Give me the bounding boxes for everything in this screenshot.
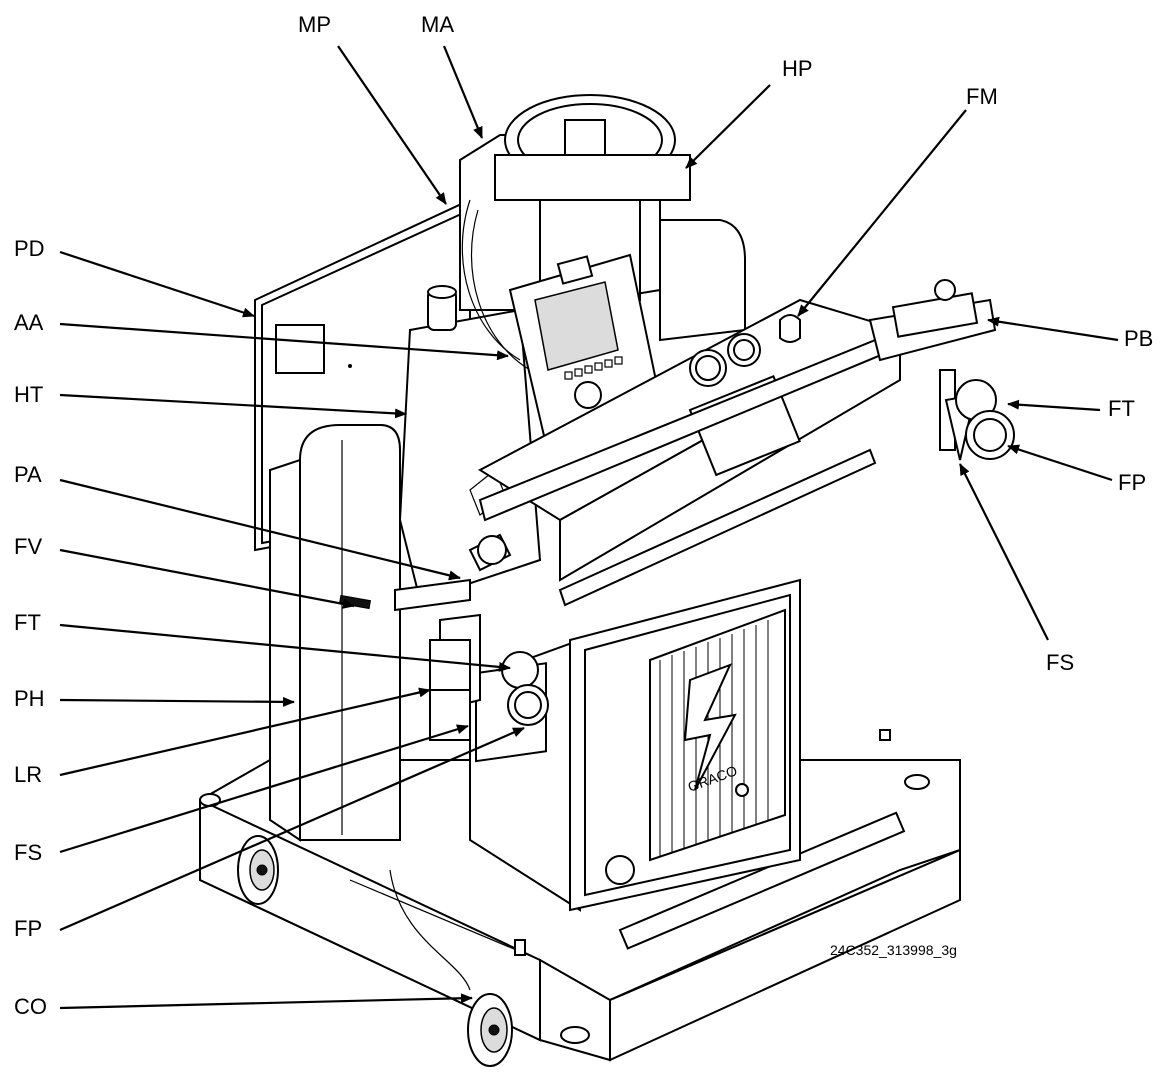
fluid-manifold bbox=[338, 279, 1015, 741]
callout-pa: PA bbox=[14, 462, 42, 487]
caster-rear bbox=[237, 835, 279, 905]
callout-lr: LR bbox=[14, 762, 43, 787]
callout-mp: MP bbox=[298, 12, 331, 37]
callout-pb: PB bbox=[1124, 326, 1154, 351]
callout-ma: MA bbox=[421, 12, 454, 37]
figure-id: 24C352_313998_3g bbox=[830, 942, 957, 958]
callout-pd: PD bbox=[14, 236, 45, 261]
callout-fp-left: FP bbox=[14, 916, 43, 941]
callout-aa: AA bbox=[14, 310, 44, 335]
callout-ft-left: FT bbox=[14, 610, 41, 635]
pump-housing bbox=[269, 424, 401, 842]
callout-fm: FM bbox=[966, 84, 998, 109]
hopper-tank bbox=[398, 285, 542, 602]
caster-front bbox=[467, 993, 513, 1067]
callout-fv: FV bbox=[14, 534, 43, 559]
motor-cabinet: GRACO bbox=[469, 578, 801, 912]
callout-fs-right: FS bbox=[1046, 650, 1075, 675]
fan-grille: GRACO bbox=[649, 608, 786, 862]
callout-fs-left: FS bbox=[14, 840, 43, 865]
callout-ph: PH bbox=[14, 686, 45, 711]
callout-co: CO bbox=[14, 994, 47, 1019]
leader-lines bbox=[59, 45, 1119, 1010]
callout-ht: HT bbox=[14, 382, 44, 407]
callout-ft-right: FT bbox=[1108, 396, 1135, 421]
callout-hp: HP bbox=[782, 56, 813, 81]
callout-fp-right: FP bbox=[1118, 470, 1147, 495]
